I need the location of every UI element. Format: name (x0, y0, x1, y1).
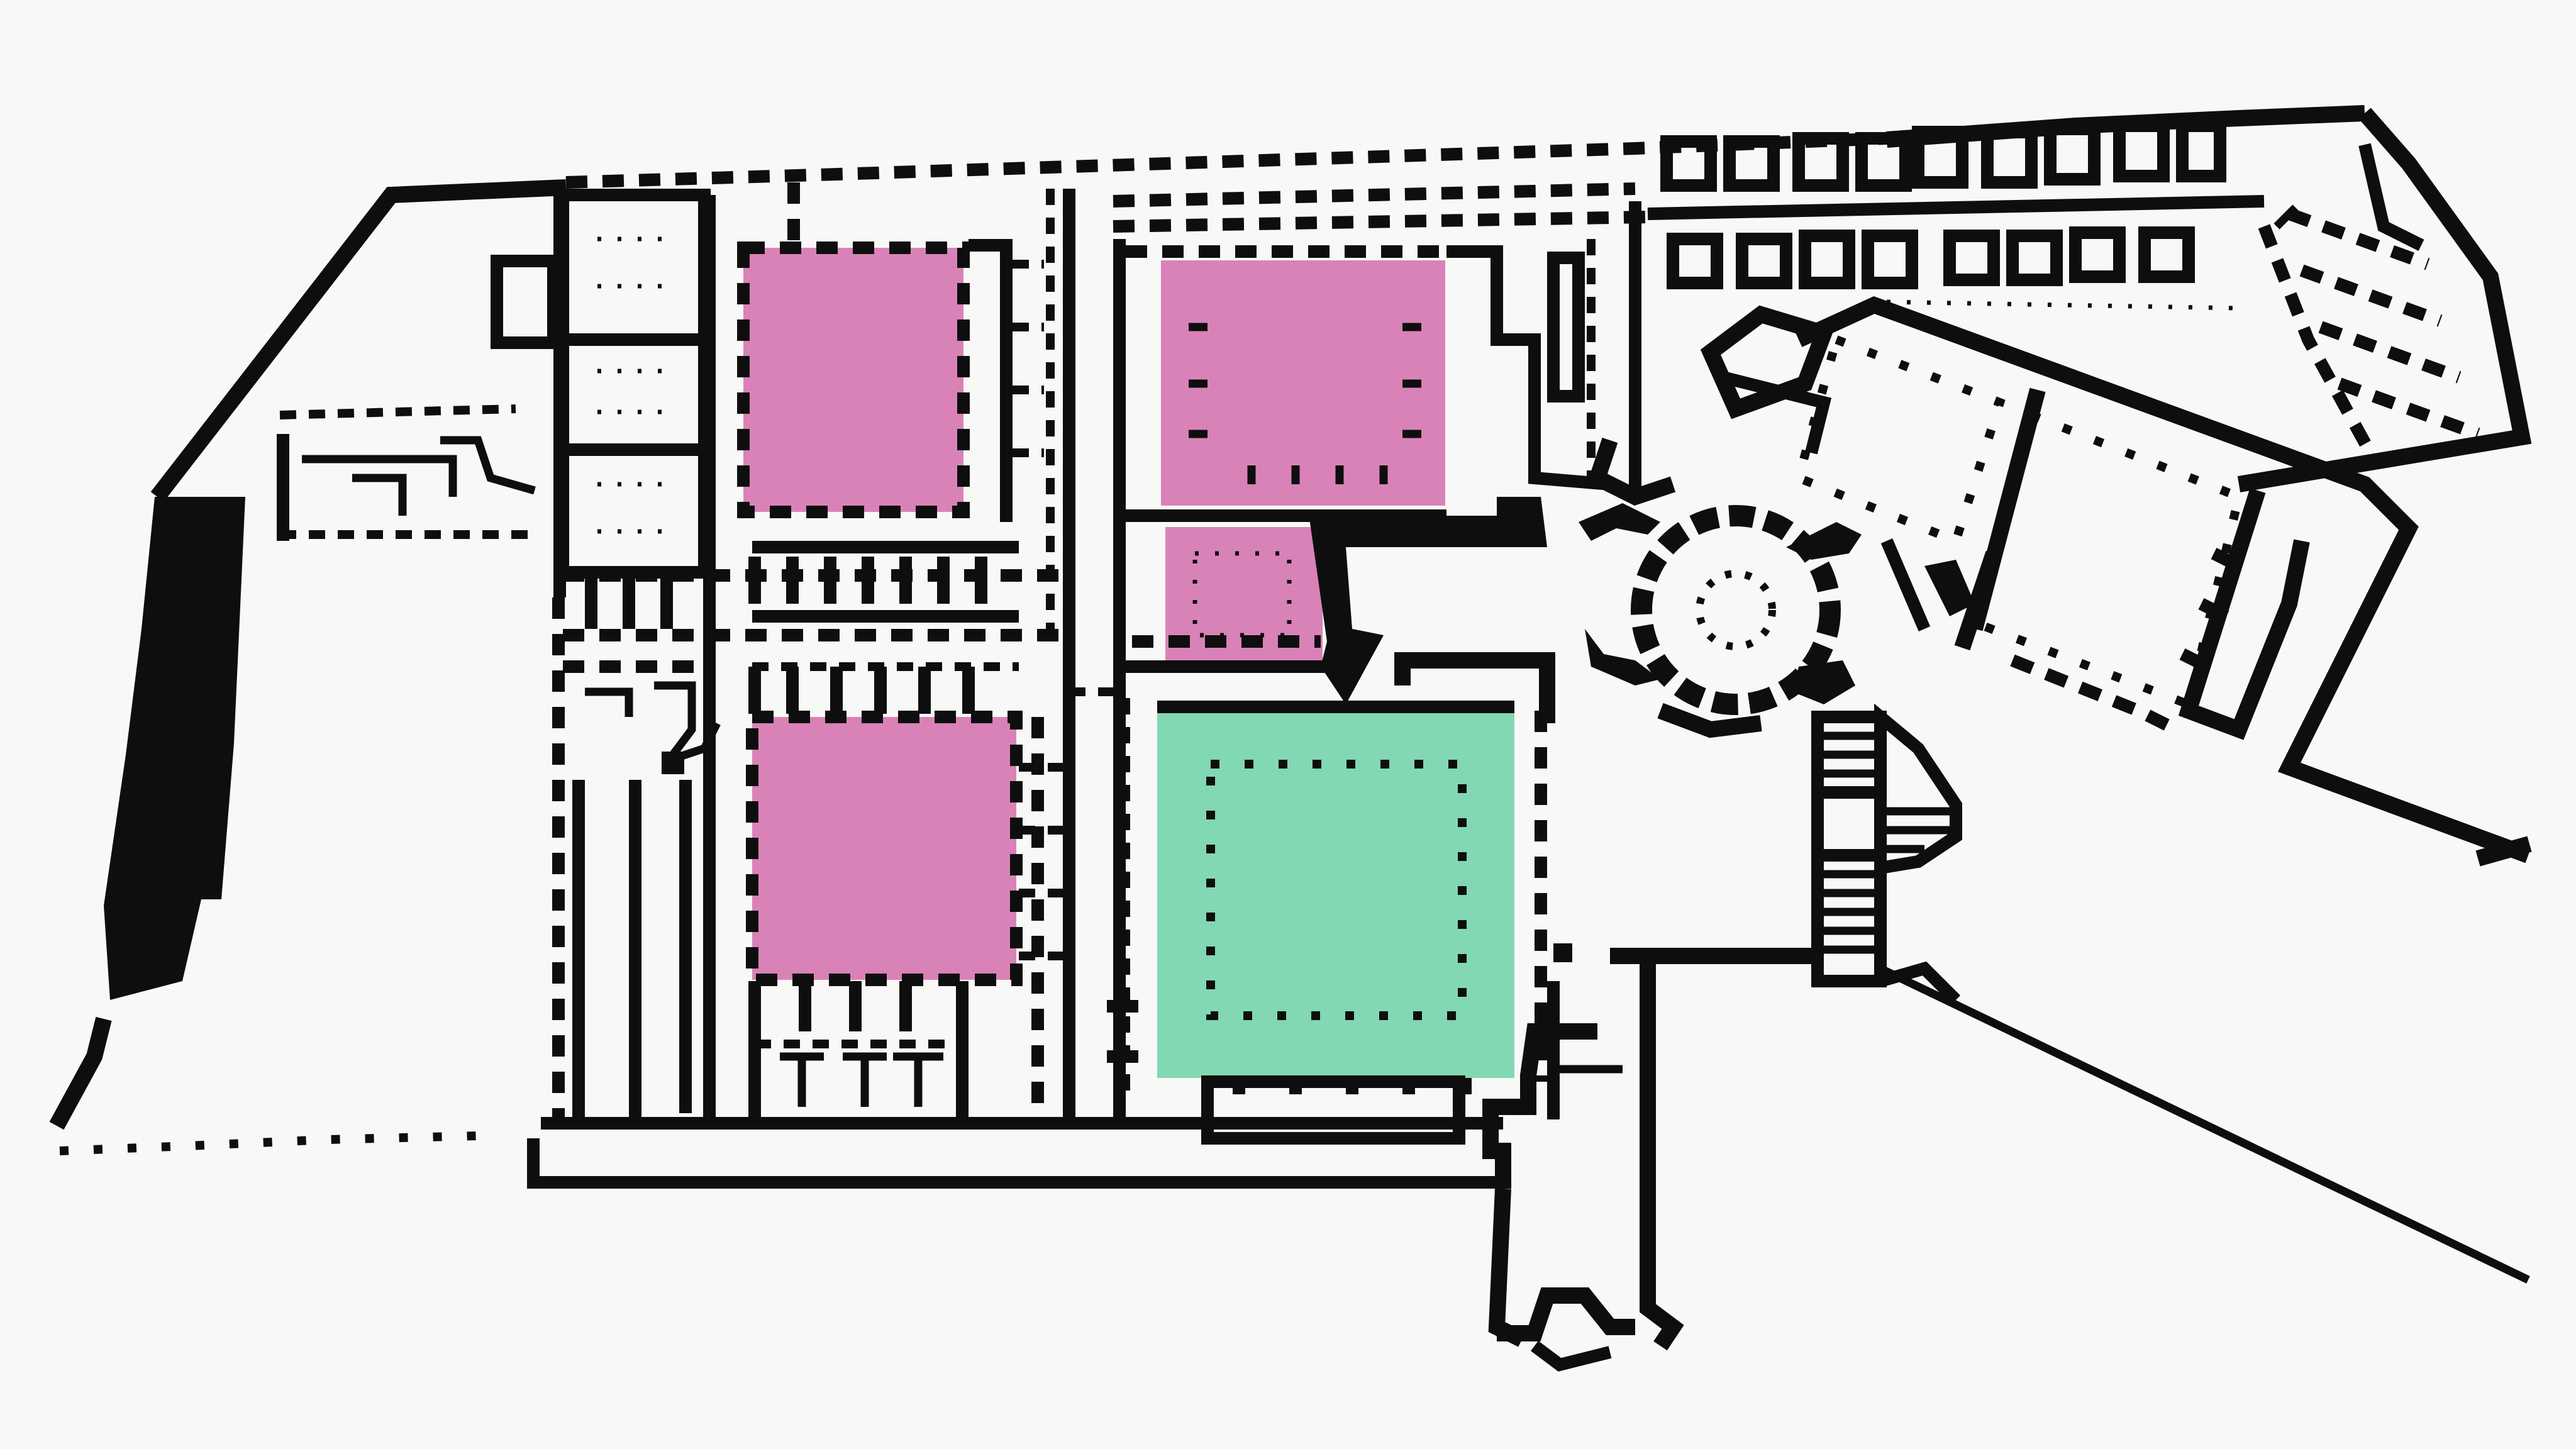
nw-annex (277, 195, 566, 597)
cloister-main (1069, 652, 1572, 1145)
cloister-small (1113, 497, 1547, 704)
east-stairs (1811, 703, 1962, 1005)
east-courts (1700, 299, 2310, 740)
cloister-nw (737, 182, 1075, 1119)
cloister-sw-highlight (752, 717, 1016, 980)
west-wall (104, 497, 245, 1000)
cloister-nw-highlight (743, 248, 963, 512)
cell-row-middle (563, 541, 1063, 641)
rotunda (1579, 437, 1862, 738)
north-cell-range (1113, 119, 2265, 491)
ne-angled-cells (2258, 143, 2480, 469)
sw-block (563, 660, 721, 1126)
cloister-ne-highlight (1161, 260, 1445, 506)
cloister-sw (746, 662, 1063, 1126)
west-rooms (552, 189, 716, 1126)
